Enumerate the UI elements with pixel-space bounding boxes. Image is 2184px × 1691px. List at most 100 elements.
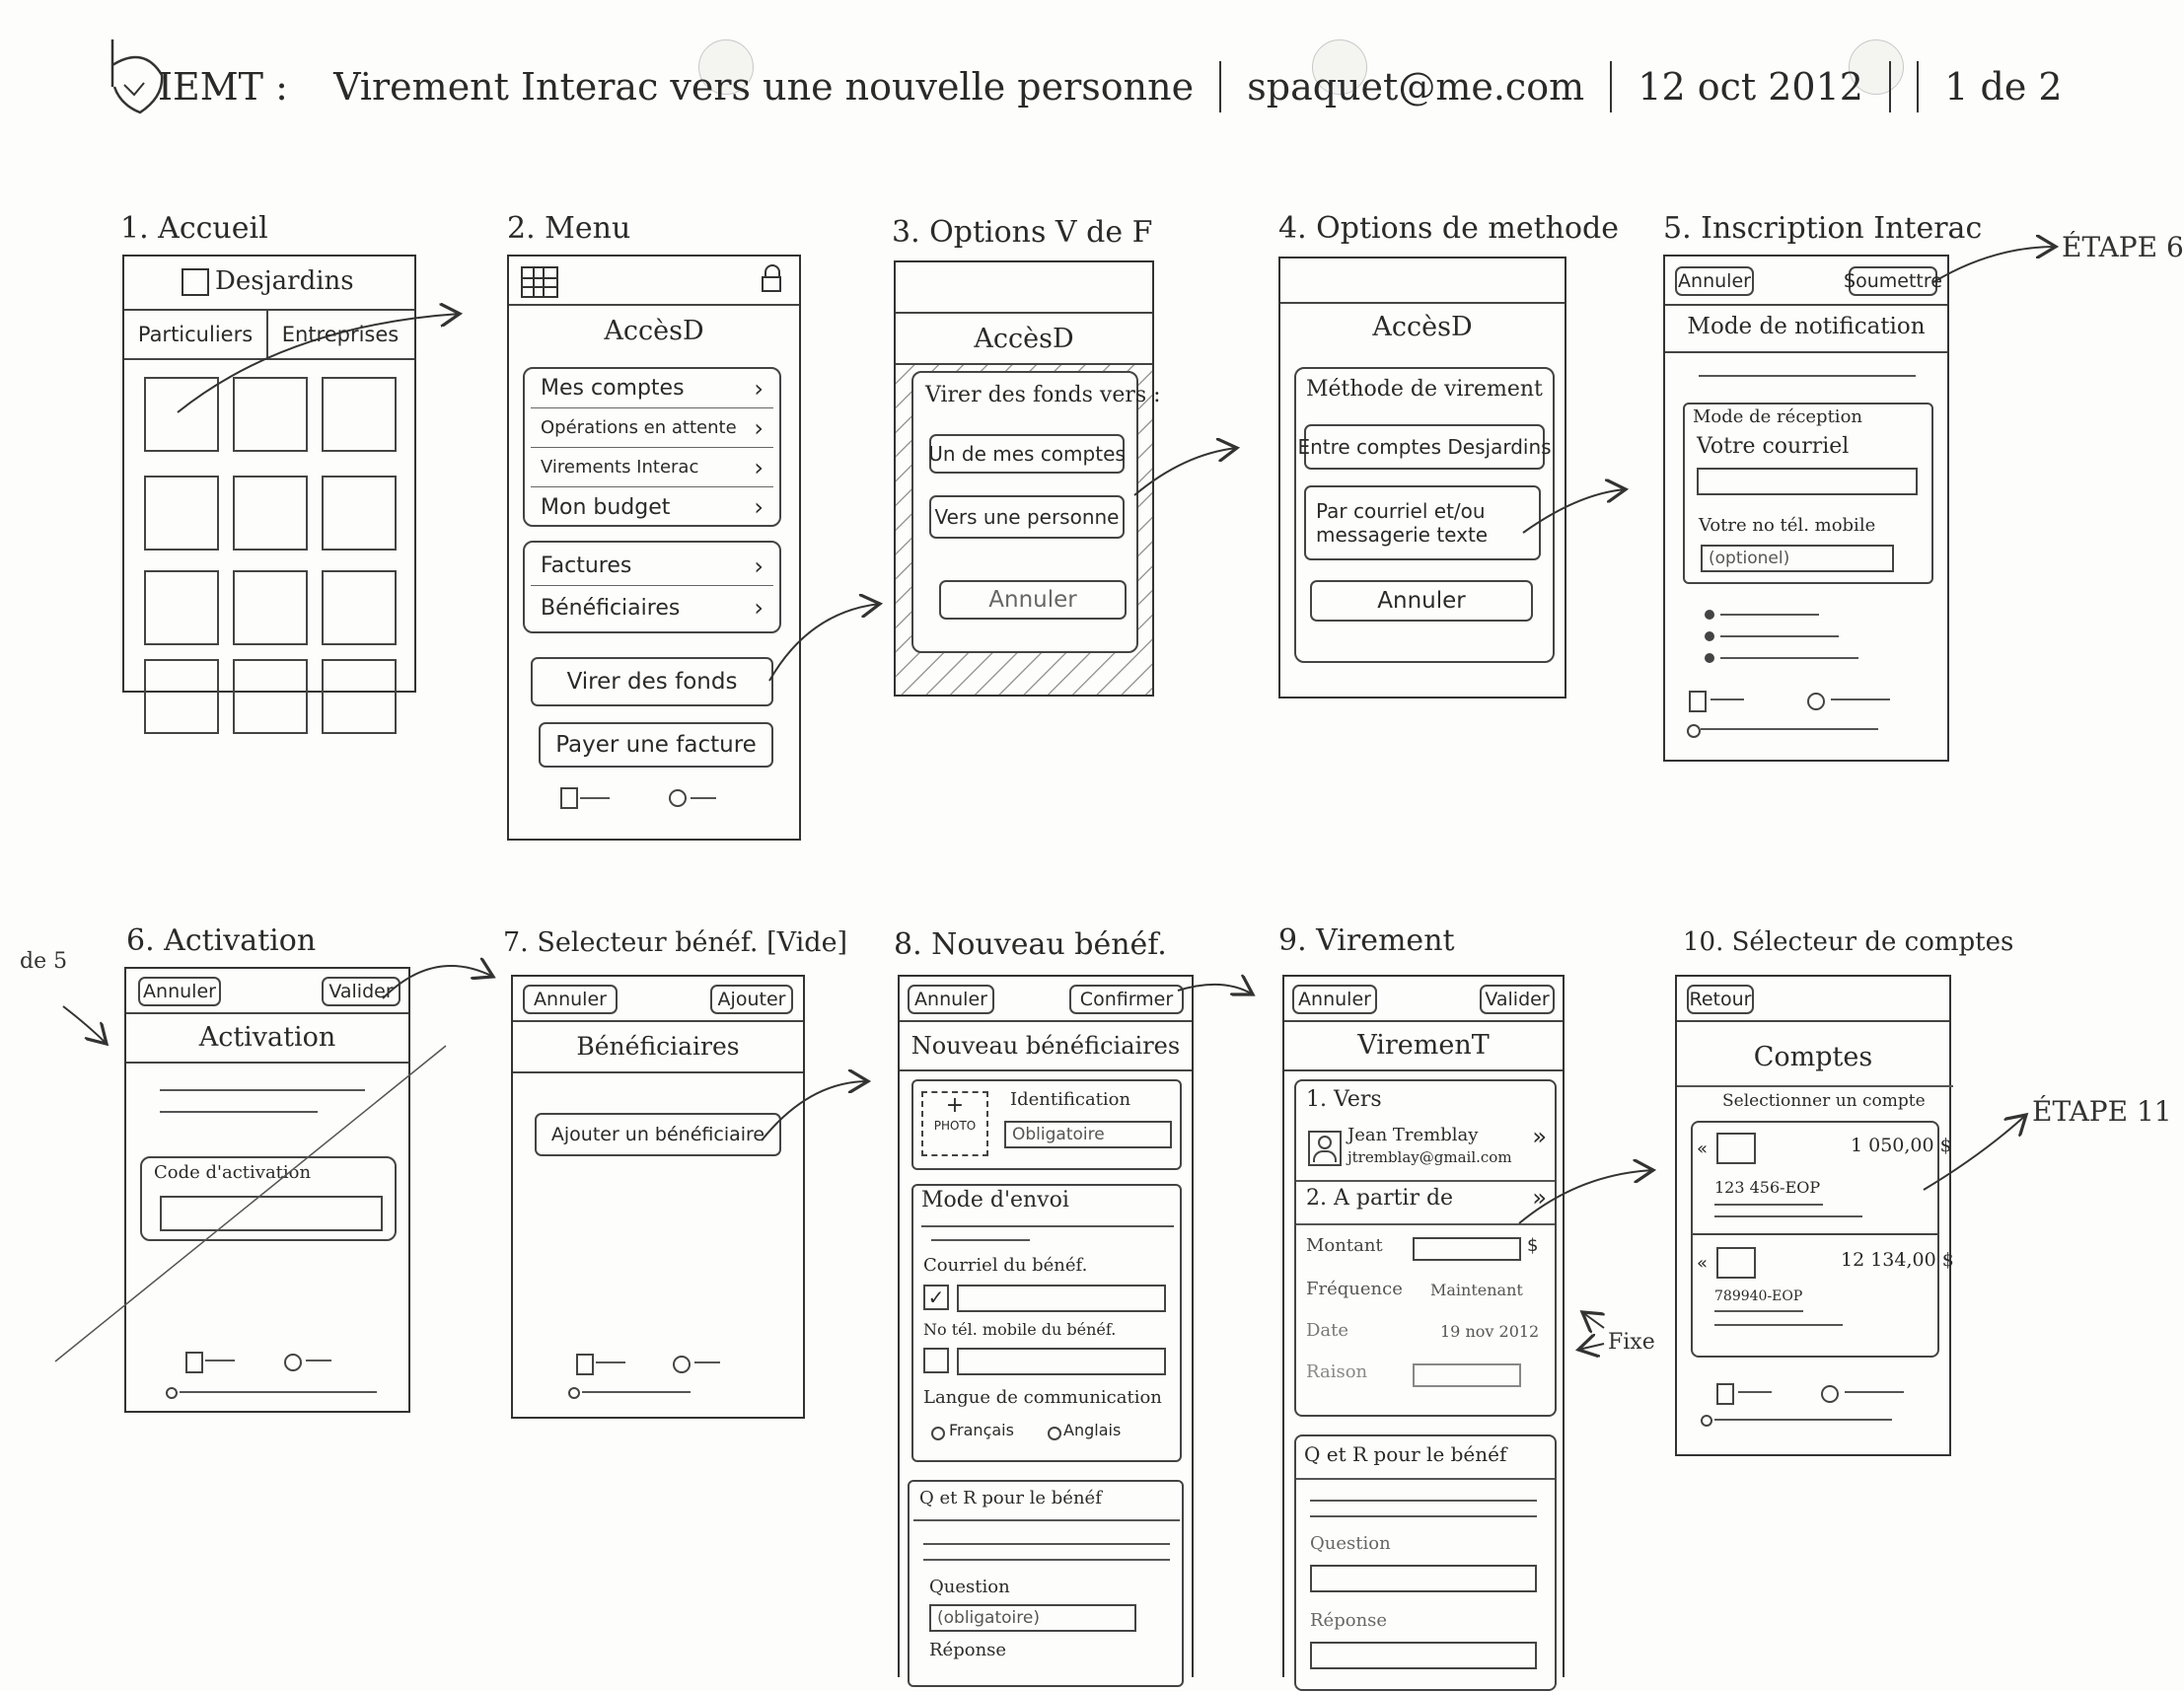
payer-une-facture-button[interactable]: Payer une facture xyxy=(539,722,773,768)
title-bar: Bénéficiaires xyxy=(513,1022,803,1073)
par-courriel-button[interactable]: Par courriel et/ou messagerie texte xyxy=(1304,485,1541,560)
lightbulb-logo-icon xyxy=(110,39,164,114)
validate-button[interactable]: Valider xyxy=(1480,985,1555,1014)
menu-item-label: Factures xyxy=(541,553,632,578)
radio-anglais[interactable] xyxy=(1048,1427,1061,1440)
vers-une-personne-button[interactable]: Vers une personne xyxy=(929,495,1125,539)
answer-field[interactable] xyxy=(1310,1642,1537,1669)
email-field[interactable] xyxy=(1697,468,1918,495)
footer-icon[interactable] xyxy=(669,789,687,807)
cancel-button[interactable]: Annuler xyxy=(1310,580,1533,622)
title-bar: ViremenT xyxy=(1284,1022,1563,1071)
validate-button[interactable]: Valider xyxy=(322,977,400,1006)
screen-5-inscription: Annuler Soumettre Mode de notification M… xyxy=(1663,255,1949,762)
note-fixe: Fixe xyxy=(1608,1330,1655,1355)
app-tile[interactable] xyxy=(322,659,397,734)
footer-icon[interactable] xyxy=(1821,1385,1839,1403)
segment-tabs: Particuliers Entreprises xyxy=(124,311,414,360)
email-field[interactable] xyxy=(957,1285,1166,1312)
option-line-1: Par courriel et/ou xyxy=(1316,499,1486,523)
phone-field[interactable]: (optionel) xyxy=(1701,545,1894,572)
tab-entreprises[interactable]: Entreprises xyxy=(268,311,412,358)
tab-particuliers[interactable]: Particuliers xyxy=(124,311,268,358)
confirm-button[interactable]: Confirmer xyxy=(1069,985,1184,1014)
page-title: Activation xyxy=(198,1022,336,1053)
add-button[interactable]: Ajouter xyxy=(710,985,793,1014)
chevron-right-icon: › xyxy=(754,594,764,622)
phone-label: Votre no tél. mobile xyxy=(1699,515,1876,536)
photo-placeholder[interactable]: + PHOTO xyxy=(921,1091,988,1156)
virer-des-fonds-button[interactable]: Virer des fonds xyxy=(531,657,773,706)
code-label: Code d'activation xyxy=(154,1162,312,1183)
phone-checkbox[interactable] xyxy=(923,1348,949,1373)
amount-field[interactable] xyxy=(1413,1237,1521,1261)
question-field[interactable]: (obligatoire) xyxy=(929,1604,1136,1632)
account-item[interactable]: « 12 134,00 $ 789940-EOP xyxy=(1693,1237,1954,1356)
cancel-button[interactable]: Annuler xyxy=(138,977,221,1006)
menu-item-beneficiaires[interactable]: Bénéficiaires› xyxy=(531,588,773,627)
footer-icon[interactable] xyxy=(1716,1383,1734,1405)
footer-icon[interactable] xyxy=(673,1356,691,1373)
cancel-button[interactable]: Annuler xyxy=(523,985,618,1014)
chevron-right-icon: › xyxy=(754,374,764,403)
arrow-in-6 xyxy=(62,1005,107,1044)
reason-field[interactable] xyxy=(1413,1363,1521,1387)
email-checkbox[interactable]: ✓ xyxy=(923,1285,949,1310)
menu-item-operations[interactable]: Opérations en attente› xyxy=(531,408,773,448)
footer-icon[interactable] xyxy=(576,1354,594,1375)
footer-icon[interactable] xyxy=(284,1354,302,1371)
footer-icon[interactable] xyxy=(1807,693,1825,710)
email-label: Courriel du bénéf. xyxy=(923,1255,1088,1276)
photo-label: PHOTO xyxy=(933,1119,977,1133)
id-field[interactable]: Obligatoire xyxy=(1004,1121,1172,1148)
entre-comptes-button[interactable]: Entre comptes Desjardins xyxy=(1297,424,1552,470)
top-bar: Annuler Valider xyxy=(126,969,408,1014)
question-field[interactable] xyxy=(1310,1565,1537,1592)
cancel-button[interactable]: Annuler xyxy=(908,985,994,1014)
from-label: 2. A partir de xyxy=(1306,1186,1454,1211)
app-tile[interactable] xyxy=(233,659,308,734)
menu-item-virements-interac[interactable]: Virements Interac› xyxy=(531,448,773,487)
app-tile[interactable] xyxy=(322,570,397,645)
activation-code-field[interactable] xyxy=(160,1196,383,1231)
qr-group: Q et R pour le bénéf Question (obligatoi… xyxy=(908,1480,1184,1687)
option-line-2: messagerie texte xyxy=(1316,523,1489,547)
footer-icon[interactable] xyxy=(560,787,578,809)
radio-francais[interactable] xyxy=(931,1427,945,1440)
menu-item-factures[interactable]: Factures› xyxy=(531,547,773,586)
grid-menu-icon[interactable] xyxy=(521,266,558,298)
account-item[interactable]: « 1 050,00 $ 123 456-EOP xyxy=(1693,1123,1952,1235)
app-tile[interactable] xyxy=(144,570,219,645)
lock-icon[interactable] xyxy=(762,264,783,294)
footer-icon[interactable] xyxy=(185,1352,203,1373)
menu-item-mon-budget[interactable]: Mon budget› xyxy=(531,487,773,527)
phone-field[interactable] xyxy=(957,1348,1166,1375)
app-tile[interactable] xyxy=(233,570,308,645)
chevron-right-icon[interactable]: » xyxy=(1532,1184,1547,1212)
chevron-right-icon[interactable]: » xyxy=(1532,1123,1547,1150)
app-tile[interactable] xyxy=(322,476,397,551)
page-title: Mode de notification xyxy=(1687,314,1926,339)
un-de-mes-comptes-button[interactable]: Un de mes comptes xyxy=(928,434,1126,474)
app-tile[interactable] xyxy=(144,476,219,551)
add-beneficiary-button[interactable]: Ajouter un bénéficiaire xyxy=(535,1113,781,1156)
arrow-fixe-date xyxy=(1578,1344,1605,1350)
menu-item-label: Virements Interac xyxy=(541,457,699,478)
footer-icon[interactable] xyxy=(1689,691,1707,712)
logo-square-icon xyxy=(182,268,209,296)
date-label: Date xyxy=(1306,1320,1349,1341)
app-tile[interactable] xyxy=(322,377,397,452)
app-tile[interactable] xyxy=(233,377,308,452)
cancel-button[interactable]: Annuler xyxy=(1292,985,1377,1014)
menu-item-mes-comptes[interactable]: Mes comptes› xyxy=(531,369,773,408)
cancel-button[interactable]: Annuler xyxy=(1675,266,1754,296)
brand-bar: Desjardins xyxy=(124,257,414,311)
app-tile[interactable] xyxy=(144,377,219,452)
back-button[interactable]: Retour xyxy=(1687,985,1754,1014)
app-tile[interactable] xyxy=(144,659,219,734)
app-tile[interactable] xyxy=(233,476,308,551)
screen-4-options-methode: AccèsD Méthode de virement Entre comptes… xyxy=(1278,257,1566,698)
freq-value: Maintenant xyxy=(1430,1281,1523,1299)
cancel-button[interactable]: Annuler xyxy=(939,580,1127,620)
submit-button[interactable]: Soumettre xyxy=(1844,266,1942,296)
